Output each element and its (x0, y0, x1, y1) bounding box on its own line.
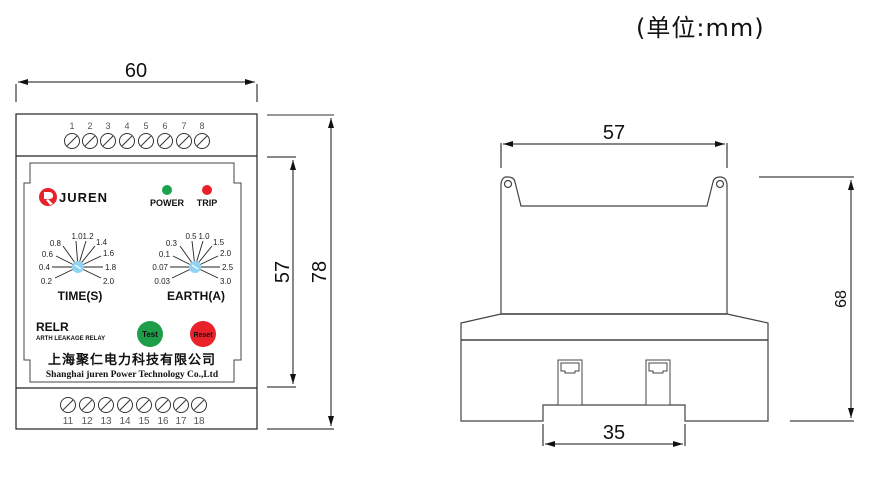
svg-text:3: 3 (105, 121, 110, 131)
dimension-total-height-78: 78 (267, 114, 334, 430)
svg-text:5: 5 (143, 121, 148, 131)
svg-text:35: 35 (603, 422, 625, 444)
svg-text:0.4: 0.4 (39, 263, 51, 272)
screw-icon (119, 133, 135, 149)
power-led-icon (162, 185, 172, 195)
bottom-terminal-screws (60, 397, 207, 413)
housing-outline (15, 113, 258, 430)
dimension-label: 60 (125, 60, 147, 82)
svg-text:78: 78 (309, 261, 331, 283)
svg-text:6: 6 (162, 121, 167, 131)
time-dial-title: TIME(S) (58, 289, 103, 303)
test-button[interactable]: Test (137, 321, 163, 347)
svg-text:0.03: 0.03 (154, 277, 170, 286)
svg-text:2.0: 2.0 (103, 277, 115, 286)
svg-text:POWER: POWER (150, 198, 185, 208)
screw-icon (79, 397, 95, 413)
screw-icon (191, 397, 207, 413)
screw-icon (98, 397, 114, 413)
svg-text:0.8: 0.8 (50, 239, 62, 248)
side-view: 57 (460, 122, 854, 447)
svg-text:1.0: 1.0 (71, 232, 83, 241)
trip-led-icon (202, 185, 212, 195)
svg-text:11: 11 (63, 416, 74, 427)
bottom-terminal-labels: 11 12 13 14 15 16 17 18 (63, 416, 205, 427)
company-name-cn: 上海聚仁电力科技有限公司 (48, 352, 216, 367)
company-name-en: Shanghai juren Power Technology Co.,Ltd (46, 370, 219, 380)
svg-text:0.1: 0.1 (159, 250, 171, 259)
dimension-width-60: 60 (15, 60, 258, 102)
svg-text:2: 2 (87, 121, 92, 131)
power-indicator: POWER (150, 185, 185, 208)
dimension-top-width-57: 57 (500, 122, 728, 168)
svg-text:8: 8 (199, 121, 204, 131)
svg-text:4: 4 (124, 121, 129, 131)
svg-text:1.8: 1.8 (105, 263, 117, 272)
model-description: ARTH LEAKAGE RELAY (36, 336, 105, 342)
earth-dial[interactable]: 0.03 0.07 0.1 0.3 0.5 1.0 1.5 2.0 2.5 3.… (152, 232, 233, 303)
logo-r-icon (39, 188, 57, 206)
dimension-panel-height-57: 57 (267, 156, 296, 388)
screw-icon (117, 397, 133, 413)
screw-icon (136, 397, 152, 413)
svg-text:1.4: 1.4 (96, 238, 108, 247)
model-name: RELR (36, 320, 69, 334)
unit-label: (单位:mm) (636, 14, 765, 42)
svg-text:12: 12 (81, 416, 93, 427)
svg-text:0.2: 0.2 (41, 277, 53, 286)
svg-text:0.5: 0.5 (185, 232, 197, 241)
svg-text:1.5: 1.5 (213, 238, 225, 247)
svg-text:2.0: 2.0 (220, 249, 232, 258)
time-dial[interactable]: 0.2 0.4 0.6 0.8 1.0 1.2 1.4 1.6 1.8 2.0 … (39, 232, 117, 303)
svg-text:0.6: 0.6 (42, 250, 54, 259)
svg-text:1.6: 1.6 (103, 249, 115, 258)
front-panel (23, 162, 242, 383)
svg-text:1.0: 1.0 (198, 232, 210, 241)
din-rail-clip-left (557, 359, 583, 406)
screw-icon (194, 133, 210, 149)
top-terminal-screws (64, 133, 210, 149)
svg-text:TRIP: TRIP (197, 198, 218, 208)
reset-button[interactable]: Reset (190, 321, 216, 347)
svg-text:1: 1 (69, 121, 74, 131)
svg-text:18: 18 (193, 416, 205, 427)
svg-text:2.5: 2.5 (222, 263, 234, 272)
svg-text:Test: Test (142, 330, 158, 339)
earth-dial-title: EARTH(A) (167, 289, 225, 303)
svg-text:13: 13 (100, 416, 112, 427)
din-rail-clip-right (645, 359, 671, 406)
screw-icon (157, 133, 173, 149)
svg-text:Reset: Reset (193, 332, 213, 339)
svg-text:15: 15 (138, 416, 150, 427)
svg-text:0.07: 0.07 (152, 263, 168, 272)
trip-indicator: TRIP (197, 185, 218, 208)
svg-text:68: 68 (833, 290, 850, 308)
screw-icon (176, 133, 192, 149)
front-view: 60 1 2 3 4 5 6 7 8 (15, 60, 334, 430)
svg-text:JUREN: JUREN (59, 190, 108, 205)
svg-text:1.2: 1.2 (82, 232, 94, 241)
svg-text:17: 17 (175, 416, 187, 427)
svg-text:57: 57 (272, 261, 294, 283)
svg-text:7: 7 (181, 121, 186, 131)
svg-text:0.3: 0.3 (166, 239, 178, 248)
screw-icon (155, 397, 171, 413)
screw-icon (82, 133, 98, 149)
screw-icon (64, 133, 80, 149)
svg-text:16: 16 (157, 416, 169, 427)
top-terminal-labels: 1 2 3 4 5 6 7 8 (69, 121, 204, 131)
svg-text:14: 14 (119, 416, 131, 427)
svg-text:3.0: 3.0 (220, 277, 232, 286)
screw-icon (173, 397, 189, 413)
juren-logo: JUREN (39, 188, 108, 206)
svg-text:57: 57 (603, 122, 625, 144)
screw-icon (100, 133, 116, 149)
dimension-rail-width-35: 35 (542, 422, 686, 447)
screw-icon (138, 133, 154, 149)
screw-icon (60, 397, 76, 413)
dimension-height-68: 68 (759, 176, 854, 422)
